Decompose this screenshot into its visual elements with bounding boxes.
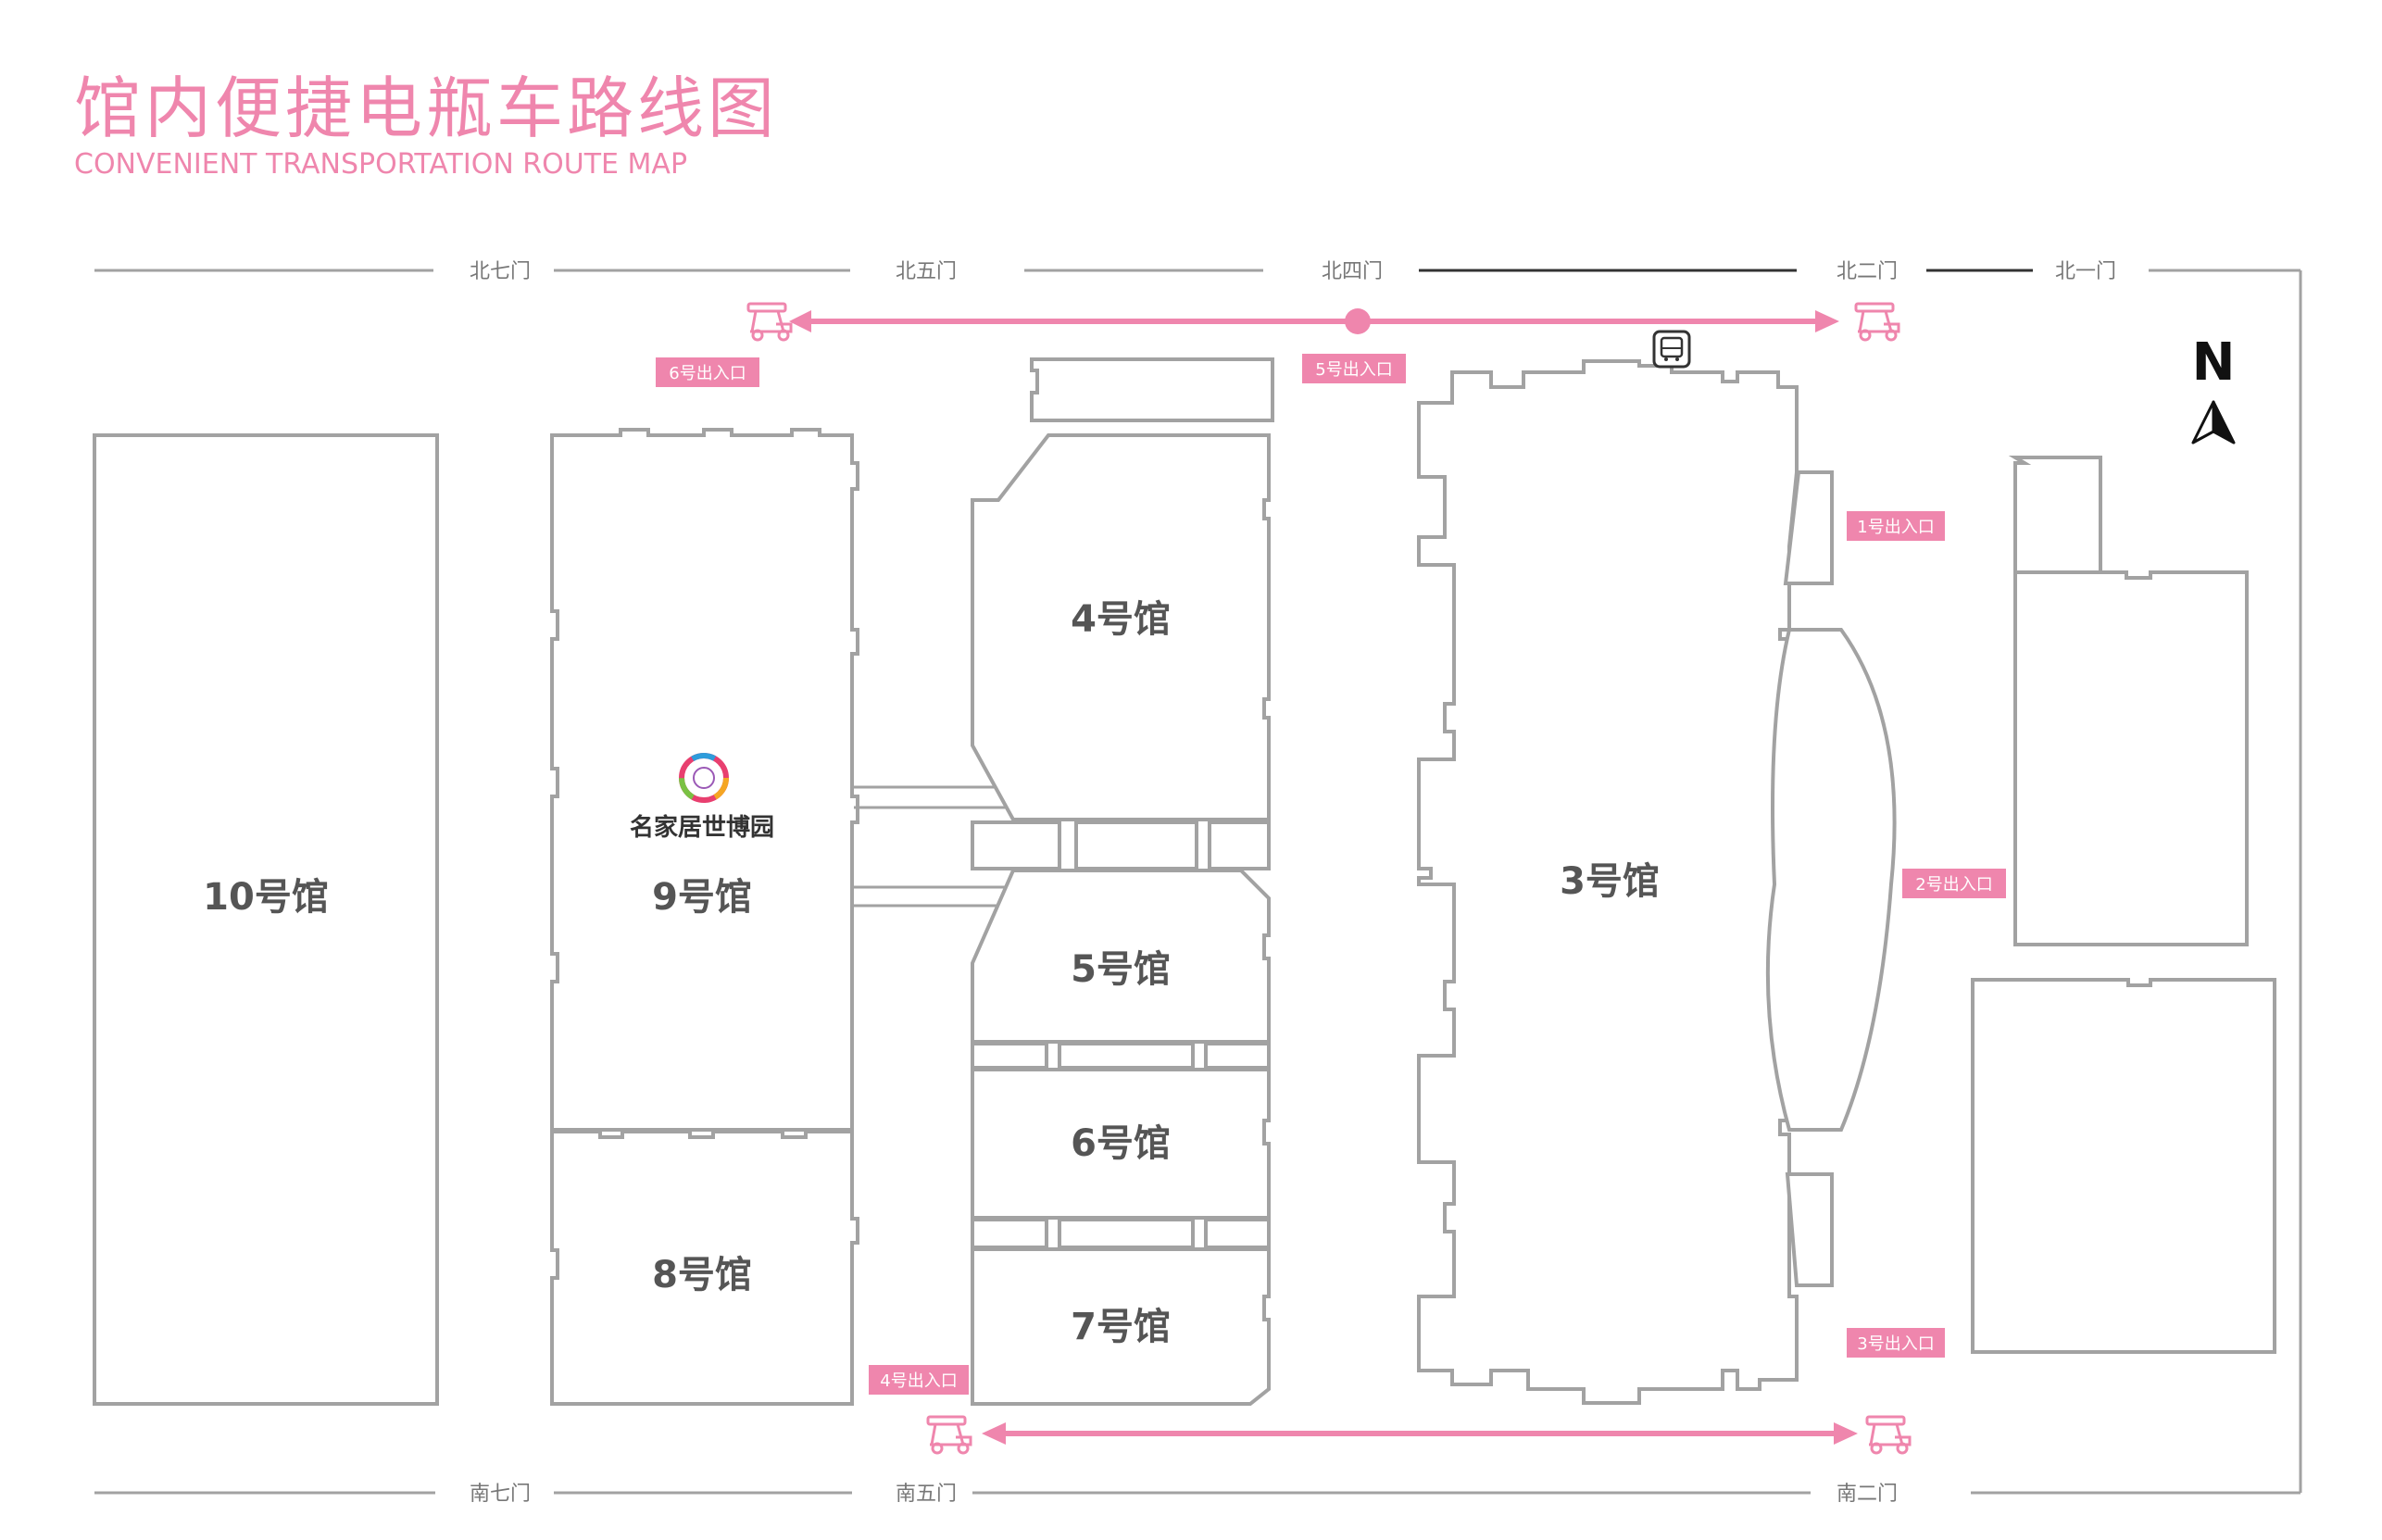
compass: N (2191, 332, 2236, 444)
hall-5[interactable] (971, 869, 1271, 1044)
hall-7-label: 7号馆 (1071, 1306, 1171, 1348)
golf-cart-icon (926, 1415, 972, 1455)
svg-text:1号出入口: 1号出入口 (1857, 518, 1934, 537)
link-block-mid (1074, 820, 1198, 870)
gate-north-4: 北四门 (1322, 260, 1383, 283)
gate-south-7: 南七门 (470, 1483, 531, 1506)
north-arrow-icon (2191, 400, 2236, 444)
hall-8-label: 8号馆 (652, 1254, 752, 1296)
hall-3-east-annex-south (1785, 1172, 1834, 1287)
gate-south-2: 南二门 (1837, 1483, 1898, 1506)
hall-9-label: 9号馆 (652, 876, 752, 919)
corridors (854, 785, 1006, 908)
hall-4-label: 4号馆 (1071, 598, 1171, 641)
exit-badge-5: 5号出入口 (1302, 354, 1406, 383)
hall-10[interactable] (93, 433, 439, 1406)
hall-5-label: 5号馆 (1071, 948, 1171, 991)
svg-text:3号出入口: 3号出入口 (1857, 1334, 1934, 1354)
gate-labels-north: 北七门 北五门 北四门 北二门 北一门 (470, 260, 2116, 283)
link-block-left (971, 820, 1061, 870)
south-cart-route (982, 1422, 1858, 1445)
hall-6-label: 6号馆 (1071, 1122, 1171, 1165)
expo-logo: 名家居世博园 (630, 753, 774, 842)
gate-south-5: 南五门 (896, 1483, 957, 1506)
svg-text:4号出入口: 4号出入口 (880, 1371, 957, 1391)
east-building-tower (2008, 456, 2102, 574)
exit-badge-6: 6号出入口 (656, 357, 759, 387)
page-title: 馆内便捷电瓶车路线图 (74, 69, 779, 147)
gate-north-2: 北二门 (1837, 260, 1898, 283)
hall-7[interactable] (971, 1247, 1271, 1406)
east-building-north (2013, 570, 2249, 946)
exit-badge-3: 3号出入口 (1847, 1328, 1945, 1358)
golf-cart-icon (746, 302, 793, 342)
gate-north-7: 北七门 (470, 260, 531, 283)
exit-badge-1: 1号出入口 (1847, 511, 1945, 541)
page-subtitle: CONVENIENT TRANSPORTATION ROUTE MAP (74, 148, 688, 181)
bus-stop-icon (1652, 330, 1691, 369)
link-row-5-6-mid (1058, 1042, 1195, 1070)
svg-text:5号出入口: 5号出入口 (1315, 360, 1392, 380)
hall-3-east-annex-north (1783, 470, 1834, 585)
exit-badge-2: 2号出入口 (1902, 869, 2006, 898)
gate-north-1: 北一门 (2055, 260, 2116, 283)
north-road (94, 269, 2302, 1493)
link-block-right (1208, 820, 1271, 870)
gate-north-5: 北五门 (896, 260, 957, 283)
link-row-5-6-right (1204, 1042, 1271, 1070)
golf-cart-icon (1865, 1415, 1912, 1455)
expo-logo-text: 名家居世博园 (630, 813, 774, 842)
east-building-south (1971, 978, 2276, 1354)
link-row-5-6-left (971, 1042, 1048, 1070)
svg-text:6号出入口: 6号出入口 (669, 364, 746, 383)
hall-3-curved-facade (1765, 628, 1897, 1132)
hall-3[interactable] (1417, 359, 1799, 1405)
exit-badge-4: 4号出入口 (869, 1365, 969, 1395)
gate-labels-south: 南七门 南五门 南二门 (470, 1483, 1898, 1506)
svg-text:2号出入口: 2号出入口 (1915, 875, 1992, 895)
link-row-6-7-left (971, 1218, 1048, 1249)
north-cart-route (789, 308, 1839, 334)
golf-cart-icon (1854, 302, 1900, 342)
link-row-6-7-mid (1058, 1218, 1195, 1249)
annex-north (1030, 357, 1274, 422)
compass-label: N (2192, 332, 2236, 393)
hall-4[interactable] (971, 433, 1271, 821)
hall-8[interactable] (550, 1130, 859, 1406)
link-row-6-7-right (1204, 1218, 1271, 1249)
hall-10-label: 10号馆 (203, 876, 329, 919)
hall-3-label: 3号馆 (1560, 860, 1660, 903)
